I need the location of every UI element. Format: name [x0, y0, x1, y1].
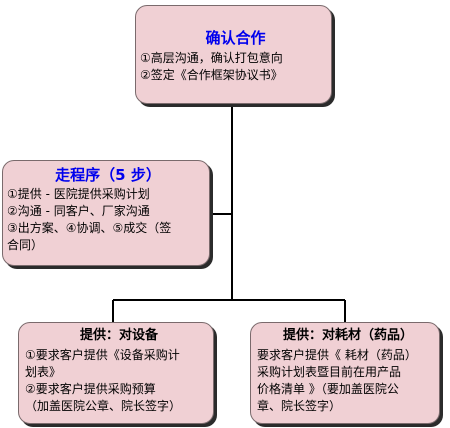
- consumables-box: 提供：对耗材（药品） 要求客户提供《 耗材（药品） 采购计划表暨目前在用产品 价…: [250, 322, 440, 424]
- box-line: ②签定《合作框架协议书》: [140, 68, 283, 82]
- box-line: 要求客户提供《 耗材（药品）: [257, 348, 417, 362]
- box-line: 章、院长签字）: [257, 399, 342, 413]
- box-title: 提供：对耗材（药品）: [282, 328, 413, 343]
- box-title: 提供：对设备: [79, 328, 158, 343]
- box-title: 确认合作: [205, 29, 266, 47]
- box-line: ③出方案、④协调、⑤成交（签: [7, 221, 172, 235]
- box-line: （加盖医院公章、院长签字）: [25, 399, 182, 413]
- box-line: ②沟通 - 同客户、厂家沟通: [7, 204, 150, 218]
- box-line: ①要求客户提供《设备采购计: [25, 348, 180, 362]
- box-line: 采购计划表暨目前在用产品: [257, 365, 402, 379]
- box-title: 走程序（5 步）: [55, 166, 161, 184]
- box-line: ①高层沟通，确认打包意向: [140, 51, 283, 65]
- box-line: 合同）: [7, 238, 44, 252]
- box-line: 划表》: [25, 365, 62, 379]
- box-line: 价格清单 》（要加盖医院公: [257, 382, 399, 396]
- confirm-cooperation-box: 确认合作 ①高层沟通，确认打包意向 ②签定《合作框架协议书》: [135, 5, 332, 104]
- box-line: ②要求客户提供采购预算: [25, 382, 156, 396]
- process-steps-box: 走程序（5 步） ①提供 - 医院提供采购计划 ②沟通 - 同客户、厂家沟通 ③…: [2, 160, 210, 266]
- box-line: ①提供 - 医院提供采购计划: [7, 187, 150, 201]
- equipment-box: 提供：对设备 ①要求客户提供《设备采购计 划表》 ②要求客户提供采购预算 （加盖…: [18, 322, 214, 424]
